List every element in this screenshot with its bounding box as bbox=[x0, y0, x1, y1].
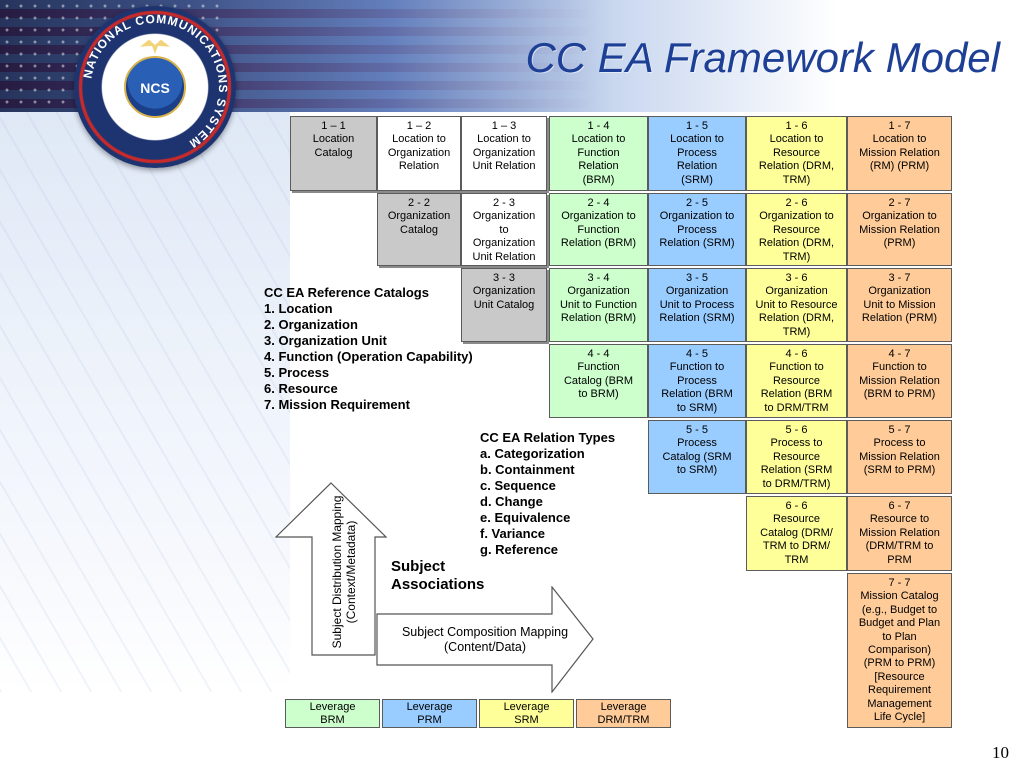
distribution-arrow-label: Subject Distribution Mapping (Context/Me… bbox=[330, 495, 358, 649]
relation-type-item: f. Variance bbox=[480, 526, 546, 541]
matrix-cell-3-7: 3 - 7 Organization Unit to Mission Relat… bbox=[847, 268, 952, 342]
reference-catalog-item: 7. Mission Requirement bbox=[264, 397, 410, 412]
matrix-cell-2-3: 2 - 3 Organization to Organization Unit … bbox=[461, 193, 547, 266]
reference-catalogs-heading: CC EA Reference Catalogs bbox=[264, 285, 429, 300]
matrix-cell-4-5: 4 - 5 Function to Process Relation (BRM … bbox=[648, 344, 746, 418]
reference-catalog-item: 3. Organization Unit bbox=[264, 333, 387, 348]
relation-types-heading: CC EA Relation Types bbox=[480, 430, 616, 445]
matrix-cell-4-6: 4 - 6 Function to Resource Relation (BRM… bbox=[746, 344, 847, 418]
matrix-cell-7-7: 7 - 7 Mission Catalog (e.g., Budget to B… bbox=[847, 573, 952, 728]
page-number: 10 bbox=[992, 743, 1009, 762]
ncs-seal-logo: NATIONAL COMMUNICATIONS SYSTEM NCS bbox=[74, 6, 236, 168]
reference-catalog-item: 5. Process bbox=[264, 365, 330, 380]
relation-types: CC EA Relation Types a. Categorization b… bbox=[480, 430, 615, 558]
relation-type-item: a. Categorization bbox=[480, 446, 585, 461]
matrix-cell-4-7: 4 - 7 Function to Mission Relation (BRM … bbox=[847, 344, 952, 418]
matrix-cell-3-6: 3 - 6 Organization Unit to Resource Rela… bbox=[746, 268, 847, 342]
matrix-cell-2-2: 2 - 2 Organization Catalog bbox=[377, 193, 461, 266]
matrix-cell-5-7: 5 - 7 Process to Mission Relation (SRM t… bbox=[847, 420, 952, 494]
matrix-cell-2-5: 2 - 5 Organization to Process Relation (… bbox=[648, 193, 746, 266]
slide-title: CC EA Framework Model bbox=[525, 34, 1000, 81]
reference-catalog-item: 2. Organization bbox=[264, 317, 358, 332]
matrix-cell-1-5: 1 - 5 Location to Process Relation (SRM) bbox=[648, 116, 746, 191]
matrix-cell-3-4: 3 - 4 Organization Unit to Function Rela… bbox=[549, 268, 648, 342]
relation-type-item: c. Sequence bbox=[480, 478, 556, 493]
distribution-arrow-icon bbox=[275, 482, 387, 656]
relation-type-item: b. Containment bbox=[480, 462, 575, 477]
seal-ncs-text: NCS bbox=[140, 80, 170, 96]
matrix-cell-1-1: 1 – 1 Location Catalog bbox=[290, 116, 377, 191]
composition-arrow-label: Subject Composition Mapping (Content/Dat… bbox=[401, 625, 569, 654]
matrix-cell-2-6: 2 - 6 Organization to Resource Relation … bbox=[746, 193, 847, 266]
leverage-srm-box: Leverage SRM bbox=[479, 699, 574, 728]
relation-type-item: e. Equivalence bbox=[480, 510, 571, 525]
reference-catalog-item: 6. Resource bbox=[264, 381, 338, 396]
matrix-cell-3-5: 3 - 5 Organization Unit to Process Relat… bbox=[648, 268, 746, 342]
relation-type-item: g. Reference bbox=[480, 542, 559, 557]
matrix-cell-1-7: 1 - 7 Location to Mission Relation (RM) … bbox=[847, 116, 952, 191]
matrix-cell-6-7: 6 - 7 Resource to Mission Relation (DRM/… bbox=[847, 496, 952, 571]
subject-associations-label: Subject Associations bbox=[391, 558, 485, 593]
relation-type-item: d. Change bbox=[480, 494, 543, 509]
matrix-cell-1-6: 1 - 6 Location to Resource Relation (DRM… bbox=[746, 116, 847, 191]
reference-catalog-item: 4. Function (Operation Capability) bbox=[264, 349, 473, 364]
matrix-cell-3-3: 3 - 3 Organization Unit Catalog bbox=[461, 268, 547, 342]
composition-arrow-icon bbox=[376, 586, 594, 693]
matrix-cell-1-3: 1 – 3 Location to Organization Unit Rela… bbox=[461, 116, 547, 191]
left-decoration bbox=[0, 112, 290, 692]
matrix-cell-5-5: 5 - 5 Process Catalog (SRM to SRM) bbox=[648, 420, 746, 494]
seal-center: NCS bbox=[124, 56, 186, 118]
reference-catalog-item: 1. Location bbox=[264, 301, 333, 316]
reference-catalogs: CC EA Reference Catalogs 1. Location 2. … bbox=[264, 285, 473, 413]
leverage-drm-trm-box: Leverage DRM/TRM bbox=[576, 699, 671, 728]
matrix-cell-6-6: 6 - 6 Resource Catalog (DRM/ TRM to DRM/… bbox=[746, 496, 847, 571]
matrix-cell-2-7: 2 - 7 Organization to Mission Relation (… bbox=[847, 193, 952, 266]
matrix-cell-1-4: 1 - 4 Location to Function Relation (BRM… bbox=[549, 116, 648, 191]
matrix-cell-5-6: 5 - 6 Process to Resource Relation (SRM … bbox=[746, 420, 847, 494]
matrix-cell-2-4: 2 - 4 Organization to Function Relation … bbox=[549, 193, 648, 266]
leverage-prm-box: Leverage PRM bbox=[382, 699, 477, 728]
leverage-brm-box: Leverage BRM bbox=[285, 699, 380, 728]
matrix-cell-4-4: 4 - 4 Function Catalog (BRM to BRM) bbox=[549, 344, 648, 418]
matrix-cell-1-2: 1 – 2 Location to Organization Relation bbox=[377, 116, 461, 191]
